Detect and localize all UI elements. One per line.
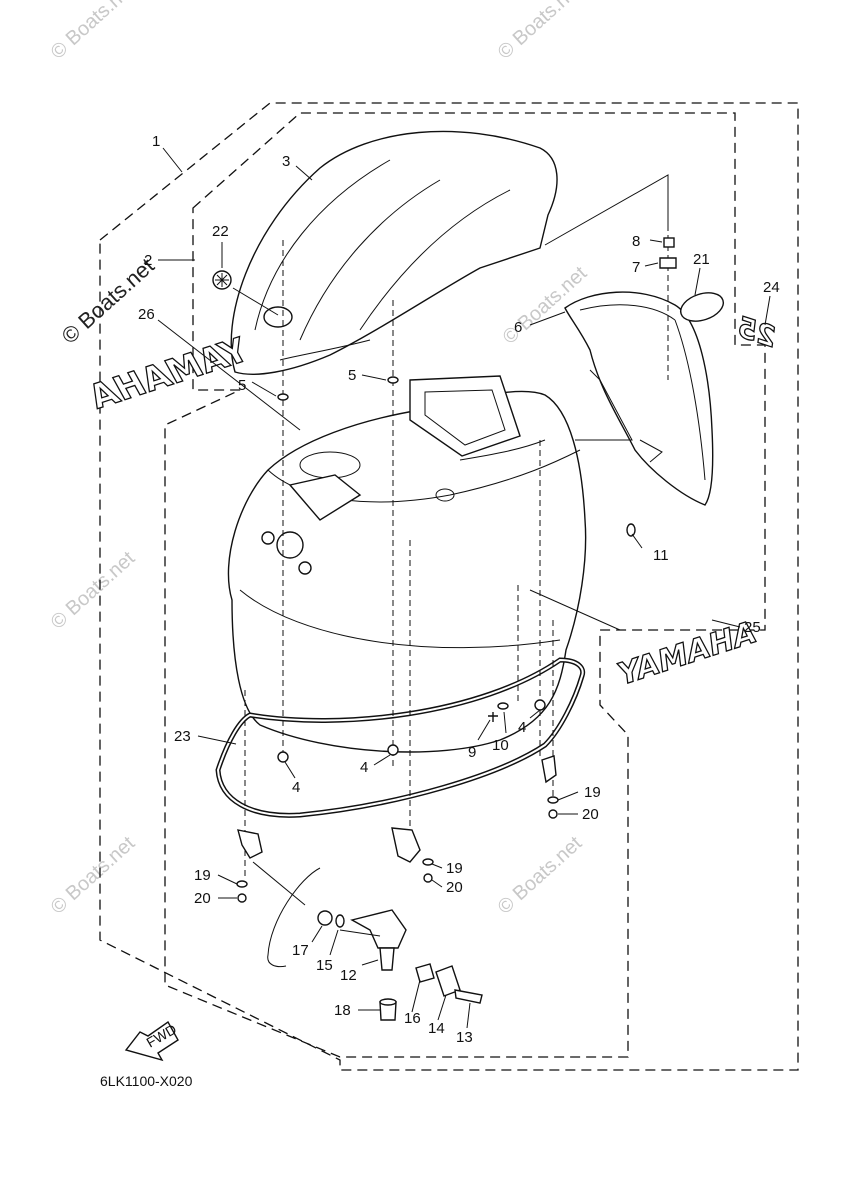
callout-20: 20 <box>446 879 463 896</box>
watermark-text: © Boats.net <box>494 832 587 919</box>
seal-inner <box>216 658 584 817</box>
callout-20: 20 <box>194 890 211 907</box>
top-cap-part <box>230 130 558 375</box>
callout-19: 19 <box>584 784 601 801</box>
callout-6: 6 <box>514 319 522 336</box>
callout-13: 13 <box>456 1029 473 1046</box>
callout-4: 4 <box>360 759 368 776</box>
model-decal: 25 <box>733 310 780 353</box>
callout-20: 20 <box>582 806 599 823</box>
callout-26: 26 <box>138 306 155 323</box>
callout-3: 3 <box>282 153 290 170</box>
grommet-part <box>212 270 232 290</box>
callout-23: 23 <box>174 728 191 745</box>
callout-25: 25 <box>744 619 761 636</box>
callout-1: 1 <box>152 133 160 150</box>
main-cowling-part <box>227 375 587 753</box>
callout-22: 22 <box>212 223 229 240</box>
callout-8: 8 <box>632 233 640 250</box>
callout-18: 18 <box>334 1002 351 1019</box>
callout-2: 2 <box>144 252 152 269</box>
diagram-code: 6LK1100-X020 <box>100 1073 193 1089</box>
assembly-boundary-outer <box>99 102 799 1071</box>
watermark-text: © Boats.net <box>47 832 140 919</box>
watermark-text: © Boats.net <box>494 0 587 64</box>
callout-19: 19 <box>446 860 463 877</box>
hardware-parts <box>236 237 677 1021</box>
callout-21: 21 <box>693 251 710 268</box>
callout-5: 5 <box>238 377 246 394</box>
callout-4: 4 <box>292 779 300 796</box>
watermark-text: © Boats.net <box>47 0 140 64</box>
callout-10: 10 <box>492 737 509 754</box>
callout-24: 24 <box>763 279 780 296</box>
callout-7: 7 <box>632 259 640 276</box>
round-label-part <box>679 292 725 322</box>
callout-15: 15 <box>316 957 333 974</box>
callout-4: 4 <box>518 719 526 736</box>
callout-numbers: 1 2 3 4 4 4 5 5 6 7 8 9 10 11 12 13 14 1… <box>138 133 780 1046</box>
fwd-arrow: FWD <box>124 1021 179 1062</box>
callout-16: 16 <box>404 1010 421 1027</box>
callout-5: 5 <box>348 367 356 384</box>
callout-12: 12 <box>340 967 357 984</box>
side-cover-part <box>564 291 714 506</box>
watermark-text: © Boats.net <box>47 547 140 634</box>
callout-17: 17 <box>292 942 309 959</box>
callout-11: 11 <box>653 547 669 564</box>
alignment-lines <box>244 174 669 880</box>
callout-9: 9 <box>468 744 476 761</box>
callout-14: 14 <box>428 1020 445 1037</box>
leader-lines <box>157 147 771 1029</box>
callout-19: 19 <box>194 867 211 884</box>
assembly-boundary-inner <box>164 112 766 1058</box>
